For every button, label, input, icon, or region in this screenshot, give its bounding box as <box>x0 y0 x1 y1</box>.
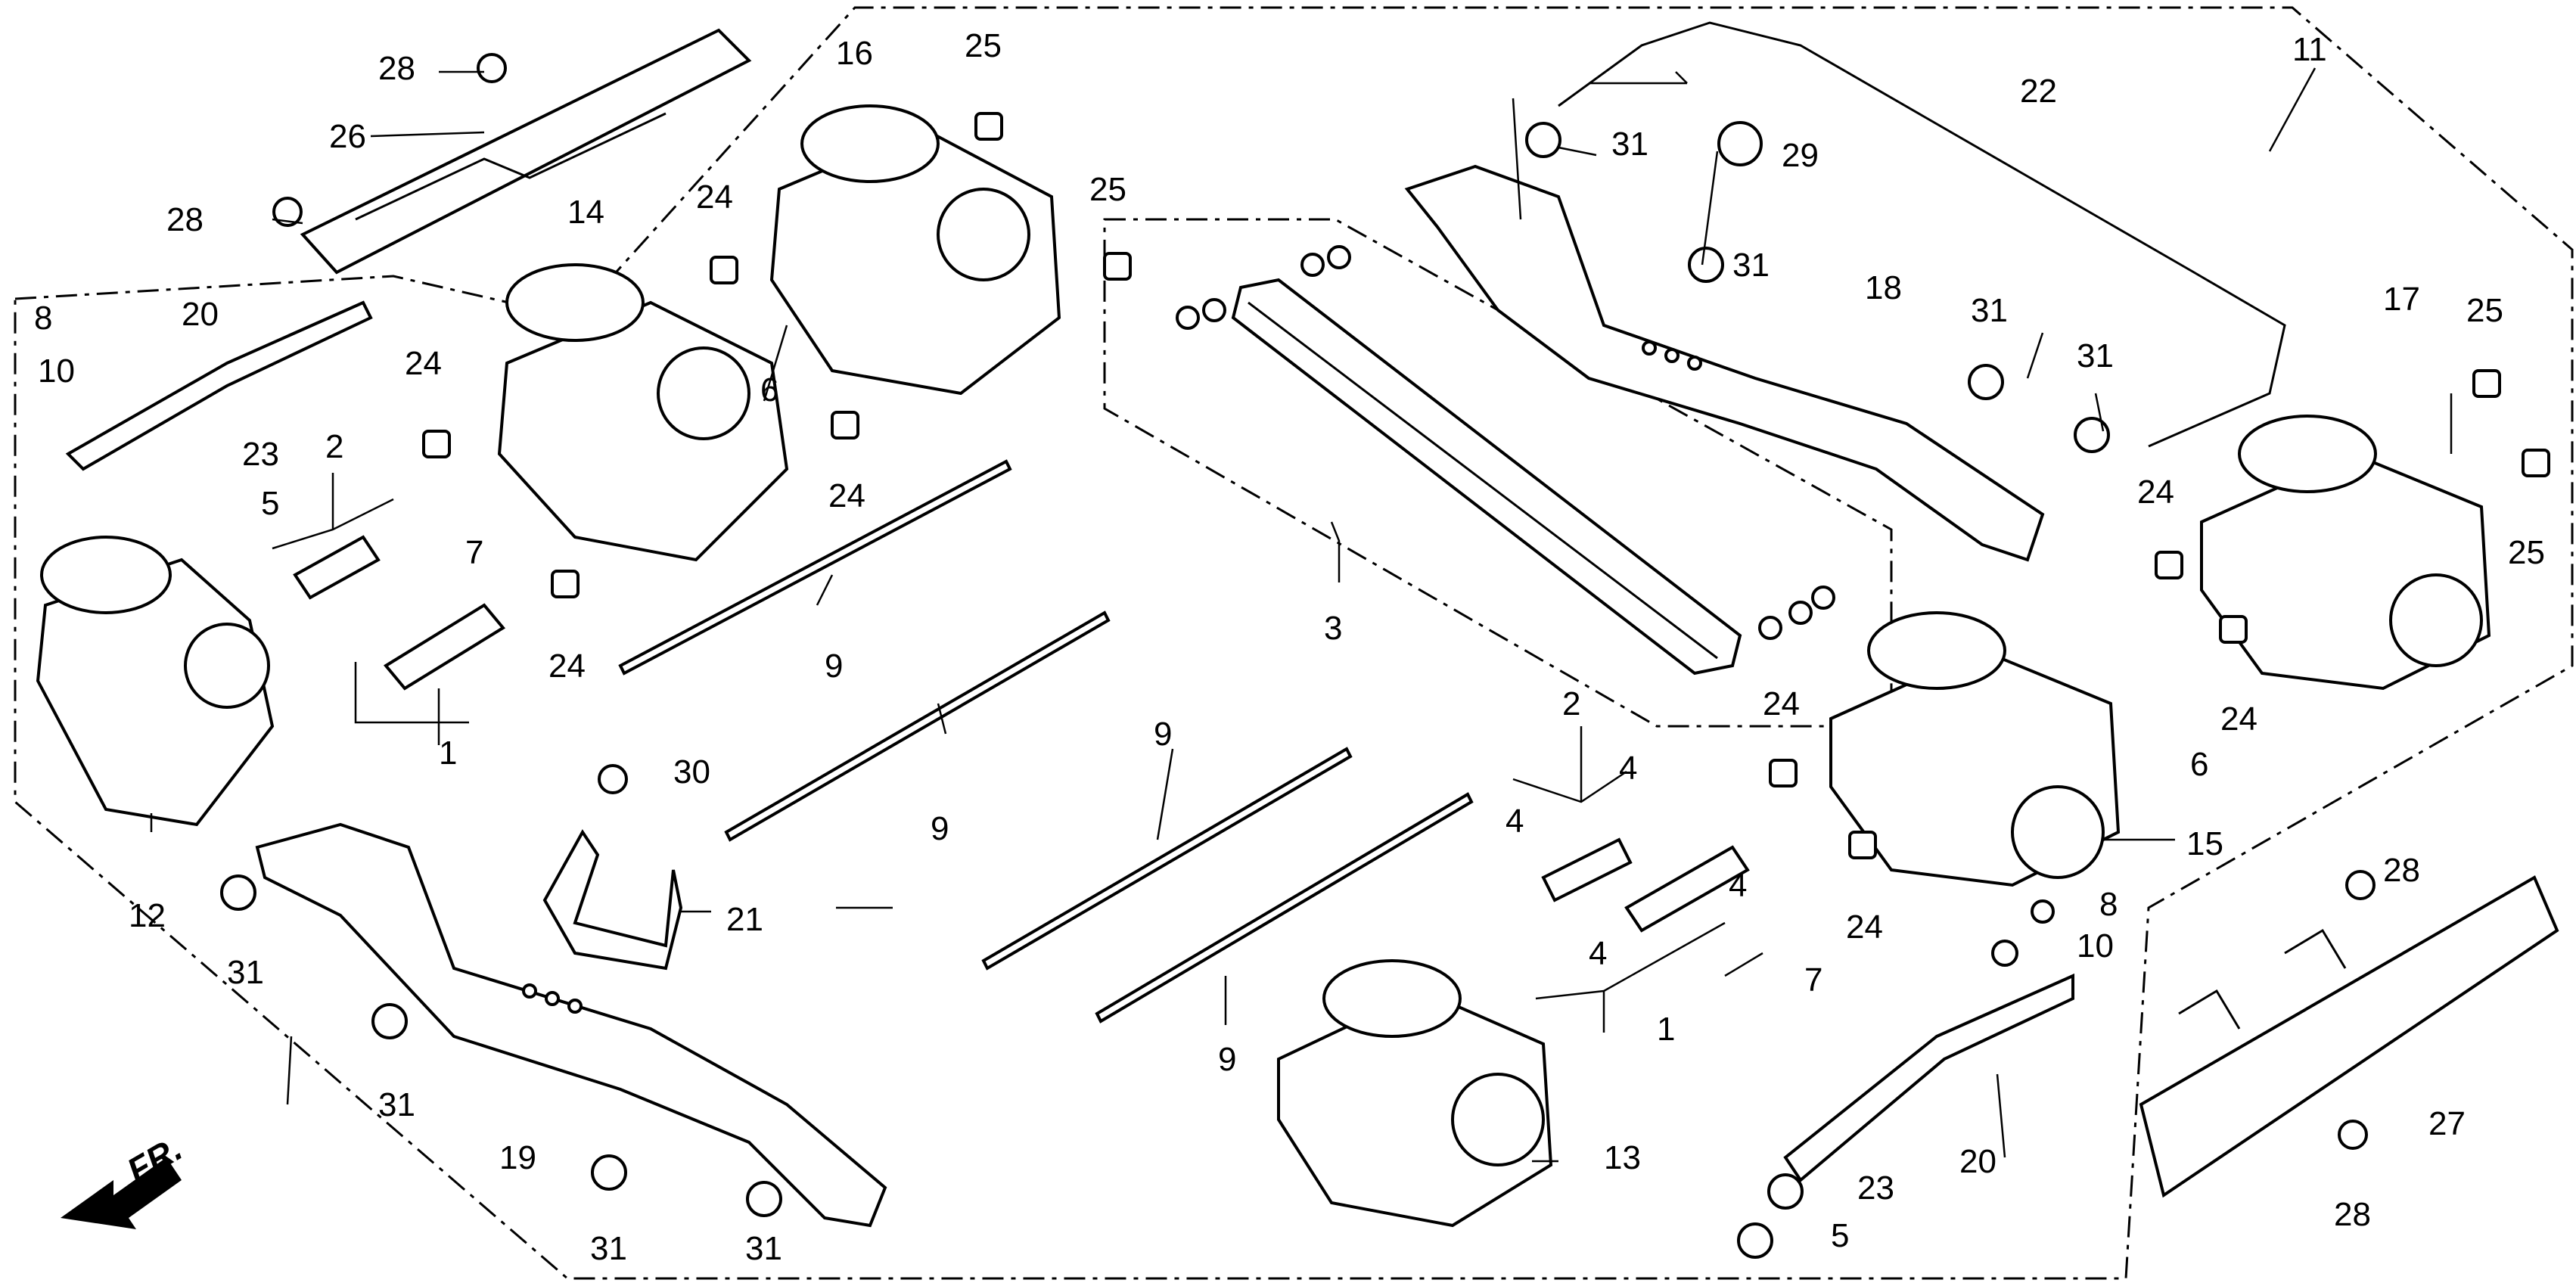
callout-15: 15 <box>2186 825 2223 862</box>
callout-28: 28 <box>378 50 415 87</box>
air-funnel-guard-upper <box>300 28 752 275</box>
callout-4: 4 <box>1619 750 1637 787</box>
callout-9: 9 <box>1218 1041 1236 1078</box>
small-fittings <box>220 53 2550 1259</box>
callout-7: 7 <box>1804 961 1822 999</box>
callout-18: 18 <box>1865 269 1902 306</box>
callout-10: 10 <box>38 353 75 390</box>
callout-24: 24 <box>1846 909 1883 946</box>
callout-24: 24 <box>2220 700 2257 738</box>
callout-9: 9 <box>931 810 949 847</box>
callout-19: 19 <box>499 1139 536 1176</box>
callout-5: 5 <box>1831 1217 1849 1254</box>
callout-23: 23 <box>1857 1170 1894 1207</box>
callout-31: 31 <box>227 954 264 991</box>
callout-leader-lines <box>150 67 2453 1163</box>
link-plate <box>1176 245 1835 676</box>
callout-23: 23 <box>242 436 279 473</box>
carburetor-4 <box>1277 959 1553 1228</box>
callout-4: 4 <box>1589 935 1607 972</box>
callout-31: 31 <box>1611 126 1648 163</box>
callout-31: 31 <box>1732 247 1770 284</box>
callout-1: 1 <box>439 735 457 772</box>
callout-22: 22 <box>2020 73 2057 110</box>
callout-6: 6 <box>760 371 778 408</box>
callout-13: 13 <box>1604 1139 1641 1176</box>
fuel-joint-pipe <box>293 535 1750 933</box>
carburetor-stay-upper <box>1404 164 2045 562</box>
callout-8: 8 <box>34 300 52 337</box>
callout-7: 7 <box>465 534 483 571</box>
callout-14: 14 <box>567 194 604 231</box>
throttle-cable <box>1558 21 2286 448</box>
callout-8: 8 <box>2099 886 2118 923</box>
callout-25: 25 <box>965 27 1002 64</box>
callout-3: 3 <box>1324 610 1342 647</box>
callout-4: 4 <box>1506 803 1524 840</box>
callout-24: 24 <box>405 345 442 382</box>
carburetor-6 <box>2200 415 2491 691</box>
callout-11: 11 <box>2292 31 2327 68</box>
callout-28: 28 <box>2383 852 2420 889</box>
callout-31: 31 <box>2077 337 2114 374</box>
callout-24: 24 <box>2137 474 2174 511</box>
callout-21: 21 <box>726 901 763 938</box>
callout-31: 31 <box>1971 292 2008 329</box>
callout-20: 20 <box>182 296 219 333</box>
callout-24: 24 <box>548 648 586 685</box>
callout-28: 28 <box>2334 1196 2371 1233</box>
callout-9: 9 <box>1154 716 1172 753</box>
callout-20: 20 <box>1959 1143 1996 1180</box>
callout-24: 24 <box>696 179 733 216</box>
callout-28: 28 <box>166 201 204 238</box>
callout-31: 31 <box>378 1086 415 1123</box>
callout-24: 24 <box>828 477 865 514</box>
callout-26: 26 <box>329 118 366 155</box>
carburetor-3 <box>769 104 1061 396</box>
carburetor-stay-lower <box>255 822 887 1228</box>
callout-24: 24 <box>1763 685 1800 722</box>
callout-27: 27 <box>2428 1105 2466 1142</box>
carburetor-2 <box>497 263 789 562</box>
callout-17: 17 <box>2383 281 2420 318</box>
callout-25: 25 <box>1089 171 1126 208</box>
cable-bracket <box>542 829 683 971</box>
callout-2: 2 <box>325 428 343 465</box>
callout-labels: 1 1 2 2 3 4 4 4 4 5 5 6 6 7 7 8 8 9 9 9 … <box>34 27 2545 1267</box>
joint-rod <box>618 459 1474 1024</box>
callout-25: 25 <box>2508 534 2545 571</box>
callout-30: 30 <box>673 753 710 791</box>
callout-29: 29 <box>1782 137 1819 174</box>
carburetor-5 <box>1829 611 2121 887</box>
callout-5: 5 <box>261 485 279 522</box>
front-direction-arrow: FR. <box>61 1129 188 1229</box>
callout-25: 25 <box>2466 292 2503 329</box>
callout-6: 6 <box>2190 746 2208 783</box>
callout-31: 31 <box>590 1230 627 1267</box>
callout-1: 1 <box>1657 1011 1675 1048</box>
callout-16: 16 <box>836 35 873 72</box>
throttle-link-arm <box>65 300 2074 1182</box>
callout-4: 4 <box>1729 867 1747 904</box>
callout-12: 12 <box>129 897 166 934</box>
callout-31: 31 <box>745 1230 782 1267</box>
air-funnel-guard-lower <box>2139 875 2559 1198</box>
callout-2: 2 <box>1562 685 1580 722</box>
carburetor-1 <box>36 536 275 827</box>
callout-10: 10 <box>2077 927 2114 964</box>
callout-9: 9 <box>825 648 843 685</box>
